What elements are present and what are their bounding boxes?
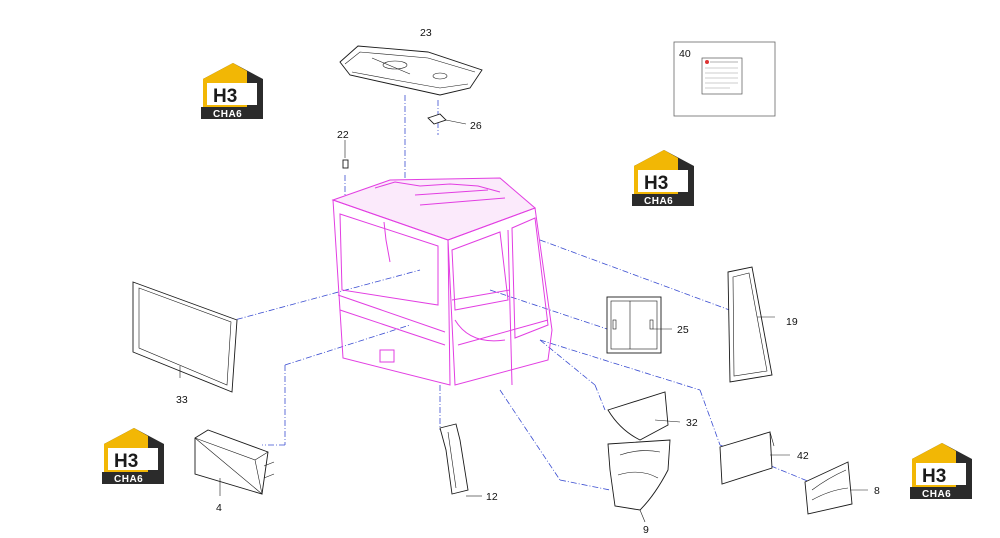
box-part-4[interactable] (194, 429, 275, 496)
sliding-window-part-25[interactable] (606, 296, 672, 354)
label-8: 8 (874, 485, 880, 497)
svg-text:CHA6: CHA6 (213, 109, 242, 120)
svg-text:H3: H3 (213, 86, 237, 107)
fender-part-8[interactable] (804, 461, 868, 515)
svg-text:CHA6: CHA6 (114, 474, 143, 485)
door-panel-part-9[interactable] (607, 439, 671, 523)
h3-house-logo: H3 CHA6 (632, 150, 694, 207)
label-26: 26 (470, 120, 482, 132)
label-plate-part-40[interactable] (673, 41, 776, 117)
side-glass-part-19[interactable] (727, 266, 775, 383)
svg-text:CHA6: CHA6 (922, 489, 951, 500)
bolt-part-22[interactable] (342, 140, 349, 169)
label-12: 12 (486, 491, 498, 503)
label-42: 42 (797, 450, 809, 462)
h3-house-logo: H3 CHA6 (910, 443, 972, 500)
svg-text:CHA6: CHA6 (644, 196, 673, 207)
label-9: 9 (643, 524, 649, 536)
part-labels: 23 26 22 40 19 25 33 32 42 8 4 12 9 (176, 27, 880, 536)
roof-panel-part-23[interactable] (339, 45, 483, 96)
label-32: 32 (686, 417, 698, 429)
pillar-part-12[interactable] (439, 423, 482, 497)
panel-part-32[interactable] (607, 391, 681, 441)
label-33: 33 (176, 394, 188, 406)
label-22: 22 (337, 129, 349, 141)
label-4: 4 (216, 502, 222, 514)
clip-part-26[interactable] (427, 113, 467, 125)
plate-part-42[interactable] (719, 431, 790, 485)
svg-text:H3: H3 (644, 173, 668, 194)
label-23: 23 (420, 27, 432, 39)
glass-part-33[interactable] (132, 281, 238, 393)
svg-text:H3: H3 (922, 466, 946, 487)
h3-house-logo: H3 CHA6 (201, 63, 263, 120)
label-40: 40 (679, 48, 691, 60)
label-19: 19 (786, 316, 798, 328)
label-25: 25 (677, 324, 689, 336)
cab-body[interactable] (331, 177, 553, 386)
svg-text:H3: H3 (114, 451, 138, 472)
h3-house-logo: H3 CHA6 (102, 428, 164, 485)
